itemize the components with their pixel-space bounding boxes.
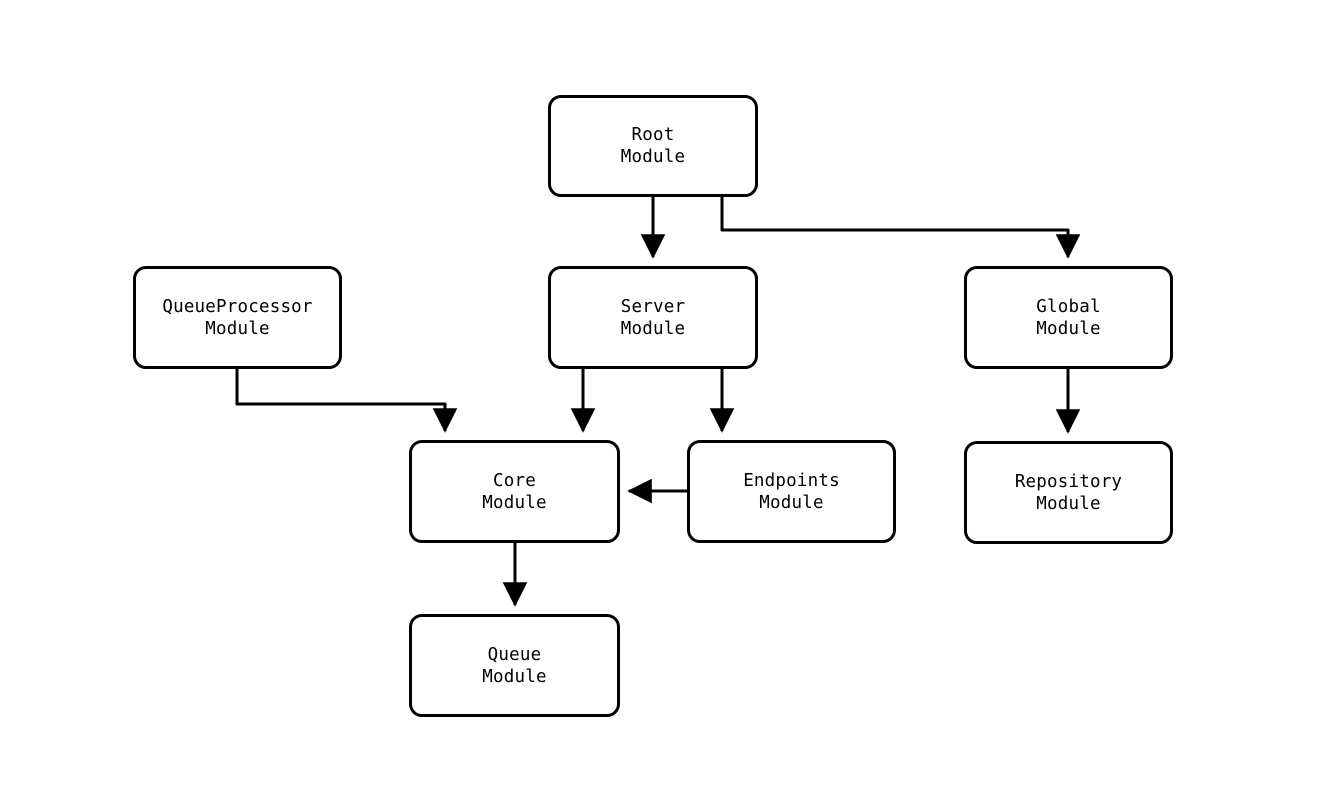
node-label-line2: Module xyxy=(620,318,686,339)
edge-root-to-global xyxy=(720,197,1081,259)
node-label-line1: Repository xyxy=(1014,471,1123,492)
node-label-line1: QueueProcessor xyxy=(162,296,313,317)
node-label-line1: Queue xyxy=(487,644,542,665)
edge-queueprocessor-to-core xyxy=(235,369,458,433)
node-label-line2: Module xyxy=(759,492,824,513)
node-label-line1: Endpoints xyxy=(743,470,840,491)
node-label-line2: Module xyxy=(205,318,270,339)
node-label-line1: Server xyxy=(620,296,686,317)
node-label-line1: Global xyxy=(1036,296,1101,317)
node-label-line2: Module xyxy=(482,666,547,687)
node-label-line1: Core xyxy=(493,470,536,491)
node-label-line2: Module xyxy=(482,492,547,513)
node-label-line2: Module xyxy=(620,147,686,167)
node-label-line1: Root xyxy=(631,125,675,145)
node-label-line2: Module xyxy=(1036,493,1101,514)
node-label-line2: Module xyxy=(1036,318,1101,339)
